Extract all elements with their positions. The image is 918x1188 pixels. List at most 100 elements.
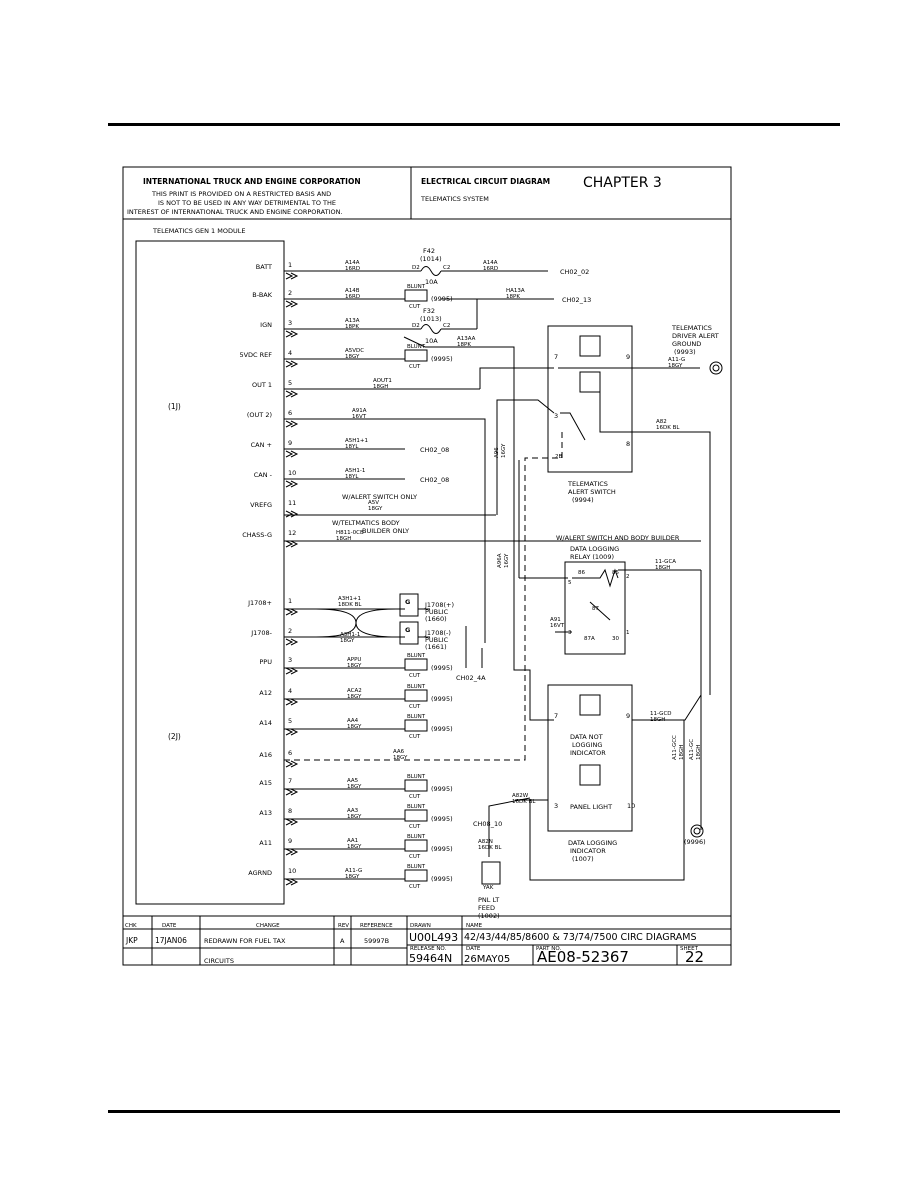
pnl-feed-3: (1002) — [478, 912, 500, 920]
pins_2j-num-3: 4 — [288, 687, 292, 695]
wire-gauge: 18DK BL — [338, 602, 362, 608]
pins_1j-label-3: 5VDC REF — [239, 351, 272, 359]
pins_2j-label-8: A11 — [259, 839, 272, 847]
switch-pin-7: 7 — [554, 353, 558, 361]
pins_2j-label-4: A14 — [259, 719, 272, 727]
tb-reference: 59997B — [364, 937, 389, 945]
j1708p-2: PUBLIC — [425, 608, 449, 616]
pnl-feed-1: PNL LT — [478, 896, 499, 904]
alert-switch-1: TELEMATICS — [567, 480, 608, 488]
indicator-1: DATA LOGGING — [568, 839, 617, 847]
wire-gauge: 18GY — [347, 814, 362, 820]
pins_2j-label-9: AGRND — [248, 869, 272, 877]
pins_1j-pin-arrow — [285, 272, 299, 280]
pins_2j-num-4: 5 — [288, 717, 292, 725]
pins_2j-num-5: 6 — [288, 749, 292, 757]
not-logging-3: INDICATOR — [570, 749, 606, 757]
pins_1j-label-5: (OUT 2) — [247, 411, 272, 419]
pins_1j-label-1: B-BAK — [252, 291, 272, 299]
switch-pin-2b: 2B — [555, 454, 562, 460]
pins_1j-num-4: 5 — [288, 379, 292, 387]
blunt-top: BLUNT — [407, 684, 426, 690]
relay-2: RELAY (1009) — [570, 553, 614, 561]
wire-gauge: 18GY — [347, 784, 362, 790]
pins_1j-num-6: 9 — [288, 439, 292, 447]
relay-pin-30: 30 — [612, 636, 619, 642]
wire-gauge: 18GY — [368, 506, 383, 512]
switch-pin-9: 9 — [626, 353, 630, 361]
wire-gauge: 18GY — [393, 755, 408, 761]
pins_2j-pin-arrow — [285, 698, 299, 706]
pins_2j-pin-arrow — [285, 788, 299, 796]
pins_2j-num-9: 10 — [288, 867, 296, 875]
wire-id: A11-G — [668, 357, 685, 363]
blunt-code: (9995) — [431, 725, 453, 733]
j1708m-3: (1661) — [425, 643, 447, 651]
wire-gauge: 18GY — [347, 663, 362, 669]
pins_1j-pin-arrow — [285, 300, 299, 308]
tb-date: 17JAN06 — [155, 936, 187, 945]
pins_1j-label-9: CHASS-G — [242, 531, 272, 539]
connector-2j: (2J) — [168, 732, 181, 741]
ref-ch02-08b: CH02_08 — [420, 476, 449, 484]
wire-id: A91 — [550, 617, 561, 623]
wire-id: A11-G — [345, 868, 362, 874]
wire-gauge: 18PK — [506, 294, 520, 300]
pins_2j-pin-arrow — [285, 878, 299, 886]
ground-bottom: (9996) — [684, 838, 706, 846]
fuse-f32-code: (1013) — [420, 315, 442, 323]
wire-id: A82N — [478, 839, 493, 845]
pins_2j-label-0: J1708+ — [247, 599, 272, 607]
blunt-code: (9995) — [431, 845, 453, 853]
blunt-code: (9995) — [431, 695, 453, 703]
note-body-1: W/TELTMATICS BODY — [332, 519, 400, 527]
ref-ch02-13: CH02_13 — [562, 296, 591, 304]
relay-pin-85: 85 — [612, 570, 619, 576]
module-title: TELEMATICS GEN 1 MODULE — [152, 227, 245, 235]
tb-head-rev: REV — [338, 923, 349, 929]
blunt-bottom: CUT — [409, 304, 421, 310]
blunt-bottom: CUT — [409, 884, 421, 890]
g-label-1: G — [405, 598, 410, 606]
connector-1j: (1J) — [168, 402, 181, 411]
switch-pin-3: 3 — [554, 412, 558, 420]
pins_1j-label-2: IGN — [260, 321, 272, 329]
wire-gauge: 18GY — [347, 724, 362, 730]
blunt-top: BLUNT — [407, 804, 426, 810]
module-box — [135, 240, 285, 905]
tb-head-drawn: DRAWN — [410, 923, 431, 929]
blunt-code: (9995) — [431, 875, 453, 883]
wire-gauge: 16RD — [345, 266, 360, 272]
pins_2j-num-0: 1 — [288, 597, 292, 605]
fuse-f42-right: C2 — [443, 265, 450, 271]
wire-gauge: 18GY — [340, 638, 355, 644]
relay-pin-87: 87 — [592, 606, 599, 612]
tb-rev: A — [340, 937, 345, 945]
fuse-f42-name: F42 — [423, 247, 435, 255]
note-alert-body: W/ALERT SWITCH AND BODY BUILDER — [556, 534, 680, 542]
blunt-bottom: CUT — [409, 364, 421, 370]
wire-gauge: 16GY — [501, 443, 507, 458]
indicator-pin-7: 7 — [554, 712, 558, 720]
blunt-code: (9995) — [431, 355, 453, 363]
blunt-bottom: CUT — [409, 824, 421, 830]
pins_1j-num-9: 12 — [288, 529, 296, 537]
pins_2j-label-1: J1708- — [250, 629, 272, 637]
blunt-top: BLUNT — [407, 653, 426, 659]
